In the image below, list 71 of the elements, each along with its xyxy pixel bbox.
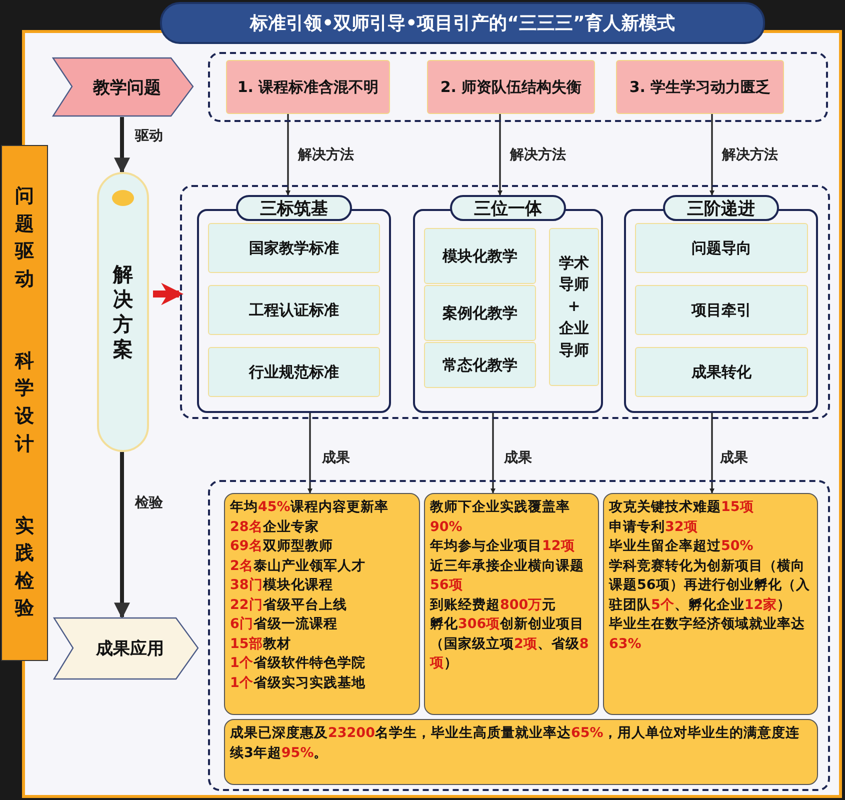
method-box: 国家教学标准 bbox=[208, 223, 380, 273]
result-text: 1个省级实习实践基地 bbox=[230, 674, 366, 692]
edge-label: 驱动 bbox=[133, 127, 165, 145]
result-text: 28名企业专家 bbox=[230, 518, 320, 536]
edge-label: 解决方法 bbox=[720, 146, 780, 164]
panel-heading: 三阶递进 bbox=[663, 195, 779, 221]
chevron-label: 教学问题 bbox=[93, 76, 161, 98]
result-text: 毕业生在数字经济领域就业率达63% bbox=[609, 615, 806, 654]
arrow bbox=[490, 413, 496, 494]
edge-label: 解决方法 bbox=[508, 146, 568, 164]
result-box bbox=[224, 493, 420, 715]
result-text: 6门省级一流课程 bbox=[230, 615, 338, 634]
arrow bbox=[710, 413, 714, 494]
panel-heading: 三位一体 bbox=[450, 195, 566, 221]
method-box: 问题导向 bbox=[635, 223, 808, 273]
stage-label: 科学设计 bbox=[15, 348, 34, 457]
problem-box: 2. 师资队伍结构失衡 bbox=[427, 60, 595, 114]
application-tag bbox=[53, 617, 199, 680]
result-text: 成果已深度惠及23200名学生，毕业生高质量就业率达65%，用人单位对毕业生的满意度连续3年超95%。 bbox=[230, 724, 800, 762]
result-text: 1个省级软件特色学院 bbox=[230, 654, 366, 673]
method-box: 常态化教学 bbox=[424, 342, 536, 388]
result-text: 年均45%课程内容更新率 bbox=[230, 498, 390, 517]
edge-label: 成果 bbox=[320, 449, 352, 467]
result-text: 15部教材 bbox=[230, 634, 292, 654]
method-box: 工程认证标准 bbox=[208, 285, 380, 335]
stage-label: 实践检验 bbox=[15, 514, 34, 622]
title-banner: 标准引领•双师引导•项目引产的“三三三”育人新模式 bbox=[160, 2, 765, 44]
capsule-label: 解决方案 bbox=[113, 262, 133, 362]
mentor-box: 学术导师 + 企业导师 bbox=[549, 228, 599, 386]
arrow bbox=[308, 413, 312, 494]
arrow bbox=[710, 114, 714, 196]
method-box: 模块化教学 bbox=[424, 228, 536, 284]
result-box bbox=[224, 719, 818, 785]
edge-label: 成果 bbox=[502, 449, 534, 467]
result-text: 孵化306项创新创业项目（国家级立项2项、省级8项） bbox=[430, 615, 590, 673]
result-text: 69名双师型教师 bbox=[230, 537, 334, 556]
arrow bbox=[153, 282, 184, 306]
result-text: 2名泰山产业领军人才 bbox=[230, 556, 366, 576]
method-box: 成果转化 bbox=[635, 347, 808, 397]
problem-box: 3. 学生学习动力匮乏 bbox=[616, 60, 784, 114]
arrow bbox=[286, 114, 290, 196]
problem-box: 1. 课程标准含混不明 bbox=[226, 60, 390, 114]
stage-band bbox=[1, 145, 48, 661]
solution-capsule bbox=[97, 172, 149, 452]
arrow bbox=[114, 117, 130, 174]
result-text: 毕业生留企率超过50% bbox=[609, 537, 754, 556]
stage-label: 问题驱动 bbox=[15, 184, 34, 292]
result-text: 教师下企业实践覆盖率90% bbox=[430, 498, 571, 536]
dashed-group-frame bbox=[180, 185, 830, 419]
result-box bbox=[603, 493, 818, 715]
dashed-group-frame bbox=[208, 480, 830, 791]
method-box: 行业规范标准 bbox=[208, 347, 380, 397]
edge-label: 解决方法 bbox=[296, 146, 356, 164]
arrow bbox=[114, 452, 130, 619]
result-box bbox=[424, 493, 599, 715]
result-text: 近三年承接企业横向课题56项 bbox=[430, 556, 585, 595]
method-box: 案例化教学 bbox=[424, 285, 536, 341]
method-box: 项目牵引 bbox=[635, 285, 808, 335]
edge-label: 成果 bbox=[718, 449, 750, 467]
result-text: 38门模块化课程 bbox=[230, 576, 334, 595]
problem-tag bbox=[52, 57, 194, 117]
dashed-group-frame bbox=[208, 52, 828, 122]
result-text: 学科竞赛转化为创新项目（横向课题56项）再进行创业孵化（入驻团队5个、孵化企业12家） bbox=[609, 556, 811, 614]
result-text: 22门省级平台上线 bbox=[230, 596, 348, 614]
chevron-label: 成果应用 bbox=[96, 638, 164, 660]
arrow bbox=[498, 114, 502, 196]
result-text: 申请专利32项 bbox=[609, 518, 699, 536]
panel-heading: 三标筑基 bbox=[236, 195, 352, 221]
result-text: 攻克关键技术难题15项 bbox=[609, 498, 755, 517]
result-text: 到账经费超800万元 bbox=[430, 596, 558, 614]
edge-label: 检验 bbox=[133, 494, 165, 512]
